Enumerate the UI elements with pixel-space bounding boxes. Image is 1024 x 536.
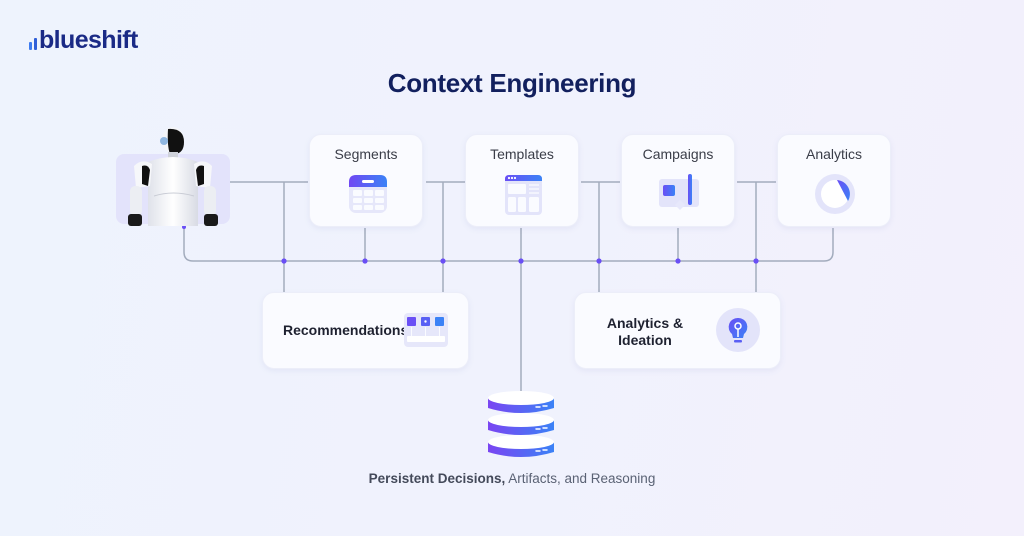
junction-dot xyxy=(440,258,446,264)
diagram-title: Context Engineering xyxy=(387,68,637,98)
database-caption: Persistent Decisions, Artifacts, and Rea… xyxy=(368,471,656,486)
junction-dot xyxy=(362,258,368,264)
logo-bars-icon xyxy=(29,33,37,53)
junction-dot xyxy=(753,258,759,264)
junction-dot xyxy=(281,258,287,264)
node-recommendations: Recommendations xyxy=(262,292,469,369)
junction-dot xyxy=(596,258,602,264)
product-grid-icon xyxy=(404,313,448,347)
pie-chart-icon xyxy=(815,174,855,214)
junction-dot xyxy=(675,258,681,264)
table-icon xyxy=(349,175,387,213)
node-label: Analytics xyxy=(805,146,863,162)
node-analytics-ideation: Analytics & Ideation xyxy=(574,292,781,369)
node-label: Segments xyxy=(334,146,398,162)
node-label: Recommendations xyxy=(283,322,409,338)
logo-text: blueshift xyxy=(39,26,138,54)
robot-icon xyxy=(128,127,218,226)
database-icon xyxy=(488,391,554,457)
node-label: Templates xyxy=(490,146,554,162)
megaphone-icon xyxy=(659,174,699,210)
node-segments: Segments xyxy=(309,134,423,227)
node-templates: Templates xyxy=(465,134,579,227)
node-analytics: Analytics xyxy=(777,134,891,227)
lightbulb-icon xyxy=(716,308,760,352)
node-label: Analytics & Ideation xyxy=(606,315,684,348)
node-label: Campaigns xyxy=(642,146,714,162)
layout-template-icon xyxy=(505,175,542,215)
node-campaigns: Campaigns xyxy=(621,134,735,227)
blueshift-logo: blueshift xyxy=(29,27,138,53)
junction-dot xyxy=(518,258,524,264)
main-bus xyxy=(183,226,834,262)
junction-dot xyxy=(182,225,186,229)
